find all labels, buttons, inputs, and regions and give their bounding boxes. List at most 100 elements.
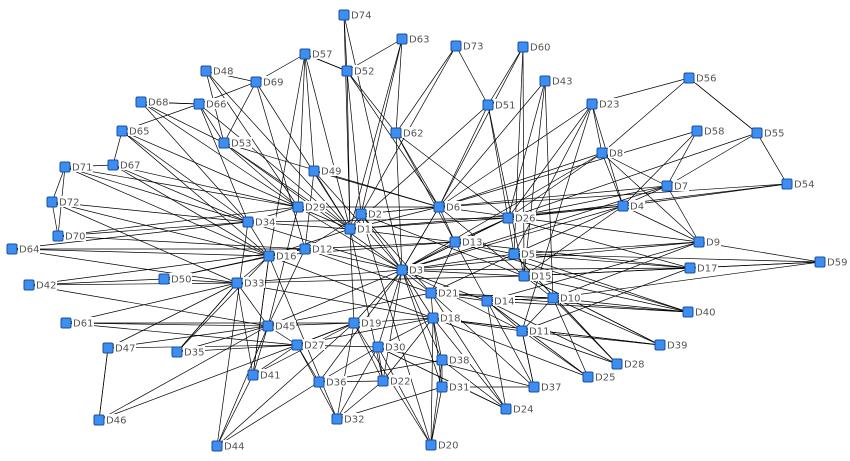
node-d74[interactable]: D74 [338,9,372,22]
node-d57[interactable]: D57 [299,48,333,61]
node-d73[interactable]: D73 [450,40,484,53]
node-d61[interactable]: D61 [60,317,94,330]
node-d44[interactable]: D44 [211,440,245,453]
node-box[interactable] [516,325,528,337]
node-d48[interactable]: D48 [200,65,234,78]
node-box[interactable] [291,339,303,351]
node-d62[interactable]: D62 [390,127,424,140]
node-box[interactable] [390,127,402,139]
node-d33[interactable]: D33 [231,277,265,290]
node-box[interactable] [683,72,695,84]
node-d2[interactable]: D2 [355,208,383,221]
node-box[interactable] [436,354,448,366]
node-box[interactable] [46,196,58,208]
node-box[interactable] [482,99,494,111]
node-d28[interactable]: D28 [611,358,645,371]
node-d31[interactable]: D31 [436,381,470,394]
node-d15[interactable]: D15 [518,270,552,283]
node-d38[interactable]: D38 [436,354,470,367]
node-box[interactable] [691,125,703,137]
node-box[interactable] [781,178,793,190]
node-d53[interactable]: D53 [218,137,252,150]
node-d23[interactable]: D23 [586,98,620,111]
node-d39[interactable]: D39 [654,339,688,352]
node-box[interactable] [60,317,72,329]
node-d65[interactable]: D65 [116,125,150,138]
node-box[interactable] [355,208,367,220]
node-box[interactable] [193,98,205,110]
node-box[interactable] [299,48,311,60]
node-d9[interactable]: D9 [693,236,721,249]
node-box[interactable] [262,320,274,332]
node-d3[interactable]: D3 [396,264,424,277]
node-box[interactable] [377,375,389,387]
node-d21[interactable]: D21 [425,287,459,300]
node-box[interactable] [751,127,763,139]
node-d54[interactable]: D54 [781,178,815,191]
node-box[interactable] [313,376,325,388]
node-d56[interactable]: D56 [683,72,717,85]
node-d22[interactable]: D22 [377,375,411,388]
node-box[interactable] [171,346,183,358]
node-d55[interactable]: D55 [751,127,785,140]
node-box[interactable] [654,339,666,351]
node-box[interactable] [611,358,623,370]
node-box[interactable] [436,381,448,393]
node-box[interactable] [517,41,529,53]
node-box[interactable] [433,201,445,213]
node-d32[interactable]: D32 [331,413,365,426]
node-d47[interactable]: D47 [102,342,136,355]
node-d64[interactable]: D64 [6,243,40,256]
node-d72[interactable]: D72 [46,196,80,209]
node-box[interactable] [539,75,551,87]
node-d14[interactable]: D14 [481,295,515,308]
node-d45[interactable]: D45 [262,320,296,333]
node-box[interactable] [250,76,262,88]
node-d40[interactable]: D40 [682,306,716,319]
node-d19[interactable]: D19 [348,317,382,330]
node-d68[interactable]: D68 [135,96,169,109]
node-d70[interactable]: D70 [52,230,86,243]
node-d42[interactable]: D42 [23,279,57,292]
node-box[interactable] [617,200,629,212]
node-box[interactable] [508,248,520,260]
node-d52[interactable]: D52 [341,65,375,78]
node-box[interactable] [425,439,437,451]
node-box[interactable] [344,223,356,235]
node-box[interactable] [661,180,673,192]
node-d67[interactable]: D67 [107,159,141,172]
node-d10[interactable]: D10 [547,292,581,305]
node-d34[interactable]: D34 [242,216,276,229]
node-box[interactable] [682,306,694,318]
node-d66[interactable]: D66 [193,98,227,111]
node-d4[interactable]: D4 [617,200,645,213]
node-box[interactable] [547,292,559,304]
node-d35[interactable]: D35 [171,346,205,359]
node-d49[interactable]: D49 [308,165,342,178]
node-d50[interactable]: D50 [158,273,192,286]
node-box[interactable] [93,414,105,426]
node-box[interactable] [116,125,128,137]
node-box[interactable] [450,40,462,52]
node-box[interactable] [308,165,320,177]
node-box[interactable] [338,9,350,21]
node-d20[interactable]: D20 [425,439,459,452]
node-d16[interactable]: D16 [263,250,297,263]
node-box[interactable] [211,440,223,452]
node-box[interactable] [684,262,696,274]
node-box[interactable] [107,159,119,171]
node-d37[interactable]: D37 [528,381,562,394]
node-box[interactable] [427,312,439,324]
node-box[interactable] [586,98,598,110]
node-d69[interactable]: D69 [250,76,284,89]
node-box[interactable] [23,279,35,291]
node-box[interactable] [200,65,212,77]
node-box[interactable] [52,230,64,242]
node-d8[interactable]: D8 [596,147,624,160]
node-d43[interactable]: D43 [539,75,573,88]
node-d12[interactable]: D12 [299,243,333,256]
node-box[interactable] [396,264,408,276]
node-d18[interactable]: D18 [427,312,461,325]
node-d11[interactable]: D11 [516,325,550,338]
node-box[interactable] [449,236,461,248]
